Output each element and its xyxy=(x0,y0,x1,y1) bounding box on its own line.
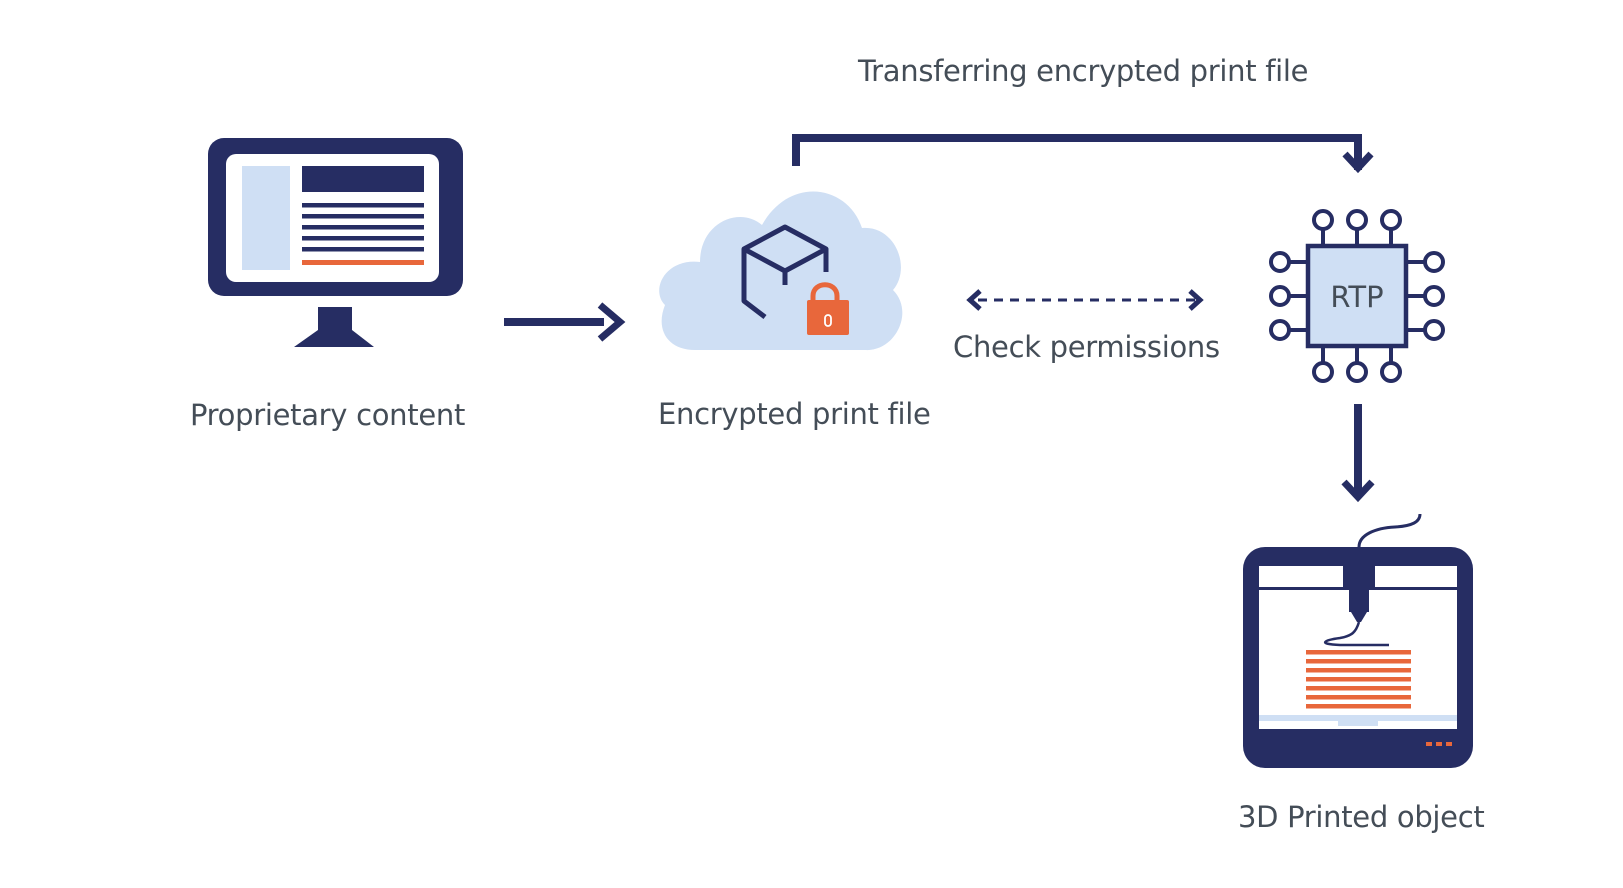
cloud-lock-icon xyxy=(659,191,903,351)
check-permissions-arrow xyxy=(966,289,1204,311)
check-permissions-label: Check permissions xyxy=(953,330,1220,364)
3d-printer-icon xyxy=(1243,513,1473,768)
arrow-to-printer xyxy=(1341,404,1375,503)
transfer-arrow xyxy=(792,134,1374,174)
printed-object-label: 3D Printed object xyxy=(1238,800,1485,834)
proprietary-content-label: Proprietary content xyxy=(190,398,466,432)
arrow-to-cloud xyxy=(504,302,626,342)
transfer-label: Transferring encrypted print file xyxy=(858,54,1309,88)
chip-icon xyxy=(1269,209,1445,383)
chip-label: RTP xyxy=(1330,280,1383,314)
monitor-icon xyxy=(208,138,463,347)
encrypted-file-label: Encrypted print file xyxy=(658,397,931,431)
